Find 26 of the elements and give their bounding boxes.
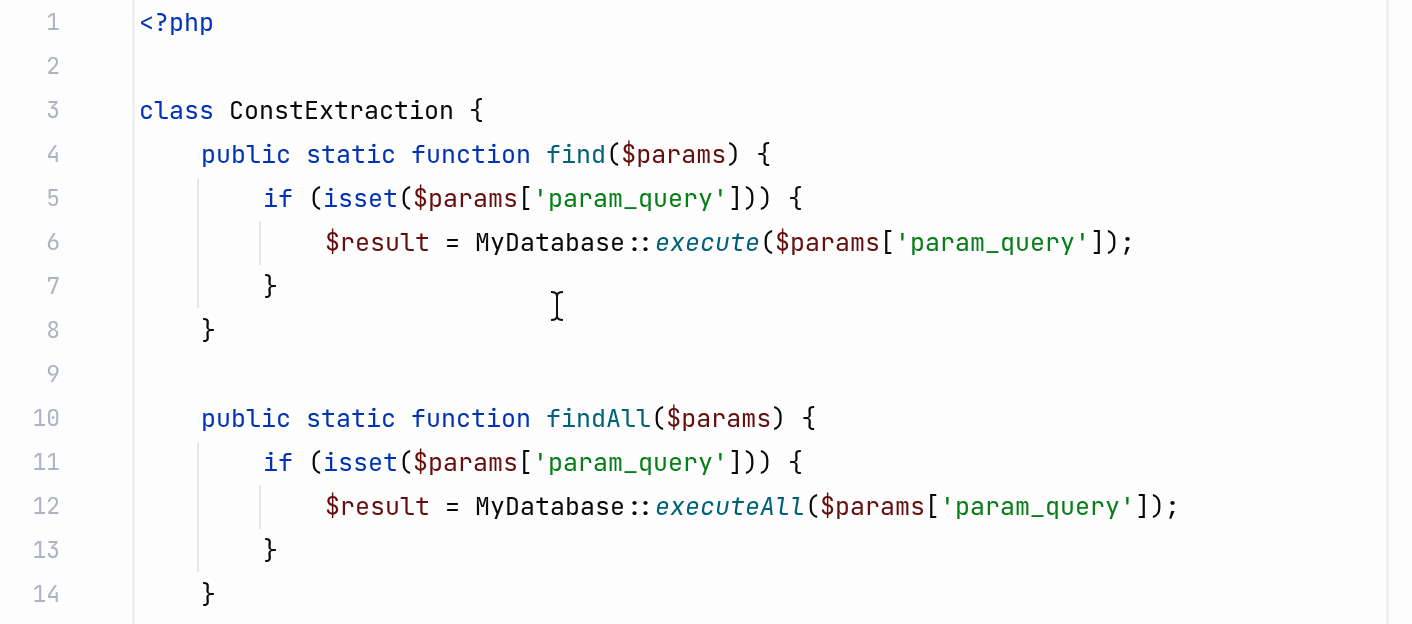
code-line: } [201,315,216,345]
code-line: public static function find($params) { [201,139,772,169]
code-line: <?php [139,7,214,37]
line-number: 13 [31,535,60,565]
line-number: 9 [45,359,60,389]
line-number: 7 [45,271,60,301]
line-number: 6 [45,227,60,257]
code-line: } [263,271,278,301]
line-number: 10 [31,403,60,433]
line-number: 5 [45,183,60,213]
line-number: 12 [31,491,60,521]
line-number: 4 [45,139,60,169]
line-number: 11 [31,447,60,477]
code-line: class ConstExtraction { [139,95,485,125]
code-line: $result = MyDatabase::executeAll($params['param_query']); [325,491,1181,521]
code-line: $result = MyDatabase::execute($params['param_query']); [325,227,1136,257]
code-line: } [201,579,216,609]
line-number: 3 [45,95,60,125]
code-line: if (isset($params['param_query'])) { [263,183,804,213]
line-number: 1 [45,7,60,37]
code-line: if (isset($params['param_query'])) { [263,447,804,477]
code-line: } [263,535,278,565]
line-number: 8 [45,315,60,345]
line-number: 14 [31,579,60,609]
code-line: public static function findAll($params) { [201,403,817,433]
line-number: 2 [45,51,60,81]
